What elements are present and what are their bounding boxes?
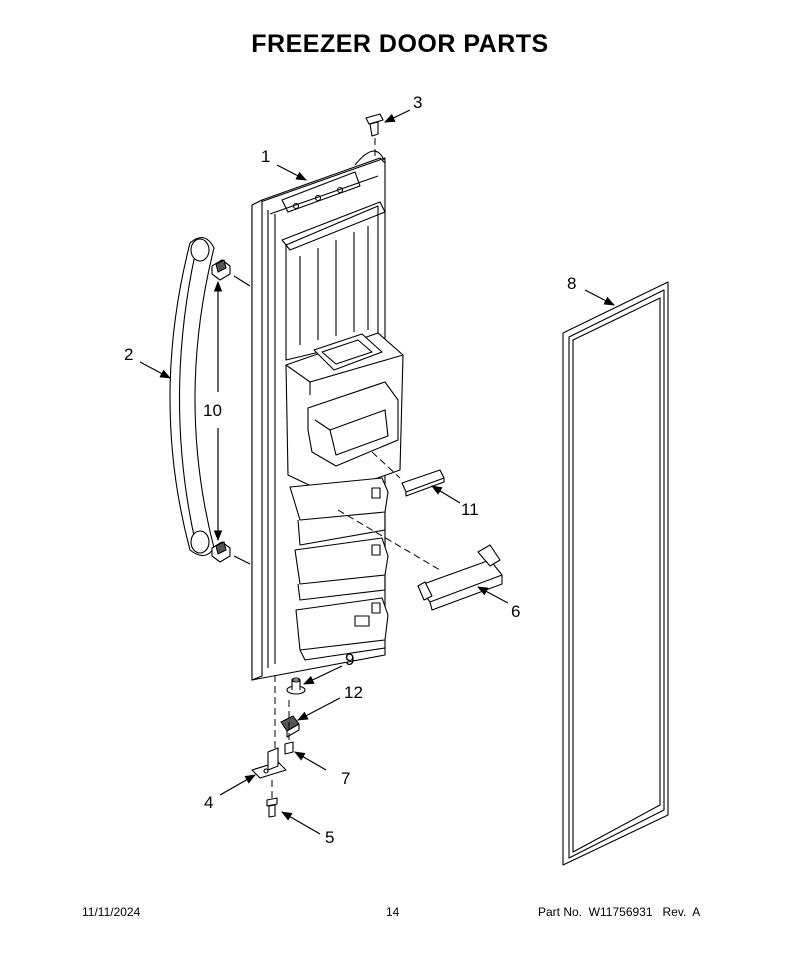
- trim-part-11: [371, 451, 445, 497]
- callout-11: 11: [461, 500, 479, 519]
- door-liner-part-1: [251, 150, 404, 681]
- leader-arrows: [139, 109, 615, 835]
- shelf-rail-part-6: [337, 509, 503, 611]
- callout-5: 5: [325, 828, 334, 847]
- callout-7: 7: [341, 769, 350, 788]
- callout-10: 10: [203, 401, 222, 420]
- page-title: FREEZER DOOR PARTS: [251, 30, 549, 58]
- handle-studs-part-10: [211, 259, 251, 565]
- door-gasket-part-8: [562, 281, 669, 866]
- callout-1: 1: [261, 147, 270, 166]
- callout-4: 4: [204, 793, 213, 812]
- callout-12: 12: [344, 683, 363, 702]
- hinge-assembly: [251, 675, 306, 818]
- callout-2: 2: [124, 345, 133, 364]
- door-handle-part-2: [169, 237, 215, 557]
- screw-part-3: [365, 113, 384, 160]
- callout-6: 6: [511, 602, 520, 621]
- callout-9: 9: [345, 650, 354, 669]
- footer-part-number: Part No. W11756931 Rev. A: [538, 905, 701, 919]
- footer-page-number: 14: [386, 905, 400, 919]
- footer-date: 11/11/2024: [82, 905, 141, 919]
- callout-3: 3: [413, 93, 422, 112]
- callout-8: 8: [567, 274, 576, 293]
